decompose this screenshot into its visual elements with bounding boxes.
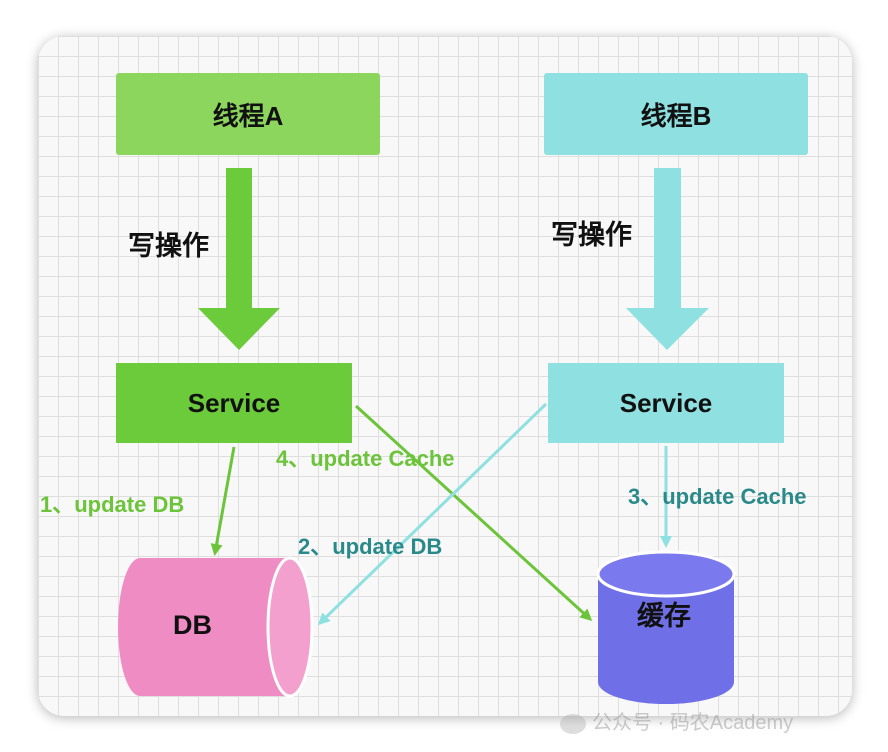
thread-a-box: 线程A — [116, 73, 380, 155]
cache-cylinder — [596, 550, 736, 704]
block-arrow-b — [626, 168, 709, 350]
step-3-label: 3、update Cache — [628, 484, 807, 509]
service-a-box: Service — [116, 363, 352, 443]
service-b-label: Service — [619, 387, 713, 418]
thread-a-label: 线程A — [212, 100, 284, 131]
db-label: DB — [173, 610, 212, 640]
cache-label: 缓存 — [637, 601, 691, 631]
write-op-a-label: 写操作 — [128, 231, 209, 261]
thread-b-box: 线程B — [544, 73, 808, 155]
step-1-label: 1、update DB — [40, 492, 185, 517]
block-arrow-a — [198, 168, 280, 350]
wechat-icon — [560, 713, 586, 734]
db-cylinder — [118, 556, 314, 698]
service-b-box: Service — [548, 363, 784, 443]
watermark: 公众号 · 码农Academy — [560, 706, 793, 735]
thread-b-label: 线程B — [640, 100, 712, 131]
arrow-step-2 — [317, 402, 548, 626]
step-2-label: 2、update DB — [298, 534, 443, 559]
arrow-step-4 — [354, 404, 593, 622]
write-op-b-label: 写操作 — [551, 220, 632, 250]
arrow-step-1 — [210, 446, 236, 556]
watermark-text: 公众号 · 码农Academy — [592, 712, 794, 734]
service-a-label: Service — [187, 387, 281, 418]
step-4-label: 4、update Cache — [276, 446, 455, 471]
